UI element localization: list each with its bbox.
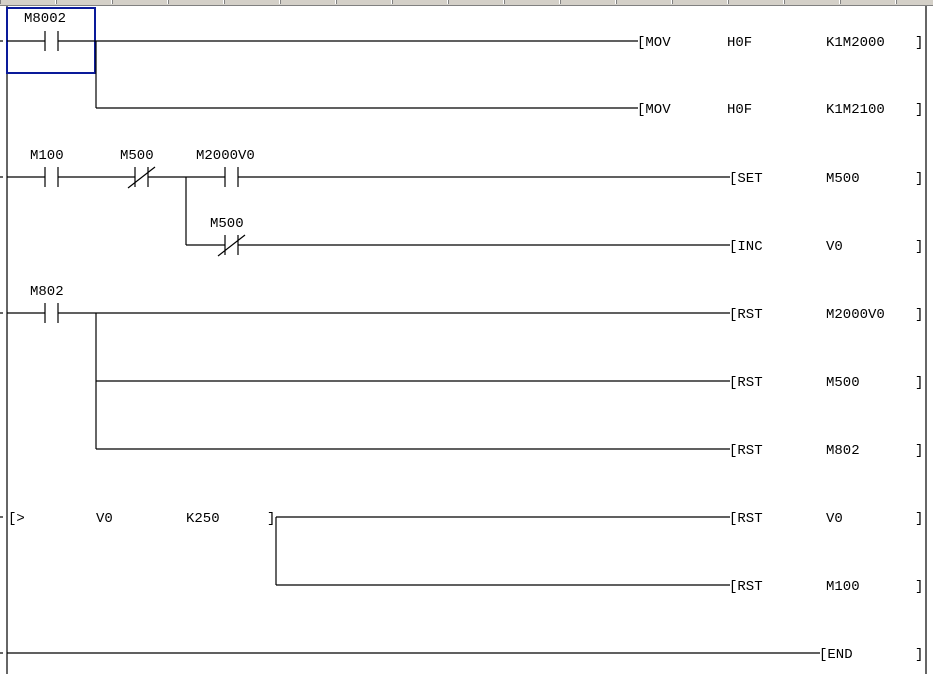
instruction-rst[interactable]: [RST: [729, 511, 763, 527]
contact-label: M802: [30, 284, 64, 300]
instruction-close: ]: [915, 375, 923, 391]
column-header-bar: [0, 0, 933, 6]
no-contact-M100[interactable]: [44, 167, 59, 187]
operand: M100: [826, 579, 860, 595]
no-contact-M8002[interactable]: [7, 31, 96, 51]
instruction-close: ]: [915, 35, 923, 51]
instruction-close: ]: [915, 579, 923, 595]
contact-label: M100: [30, 148, 64, 164]
instruction-mov[interactable]: [MOV: [637, 102, 671, 118]
operand: V0: [826, 239, 843, 255]
instruction-mov[interactable]: [MOV: [637, 35, 671, 51]
compare-close: ]: [267, 511, 275, 527]
instruction-close: ]: [915, 171, 923, 187]
rung-4[interactable]: [> V0 K250 ] [RST V0 ] [RST M100 ]: [8, 511, 923, 595]
instruction-inc[interactable]: [INC: [729, 239, 763, 255]
instruction-close: ]: [915, 511, 923, 527]
operand: V0: [96, 511, 113, 527]
operand: V0: [826, 511, 843, 527]
rung-1[interactable]: M8002 [MOV H0F K1M2000 ] [MOV H0F K1M210…: [6, 7, 923, 118]
instruction-close: ]: [915, 647, 923, 663]
instruction-end[interactable]: [END: [819, 647, 853, 663]
no-contact-M802[interactable]: [44, 303, 59, 323]
operand: M802: [826, 443, 860, 459]
instruction-close: ]: [915, 239, 923, 255]
operand: K1M2100: [826, 102, 885, 118]
operand: K250: [186, 511, 220, 527]
contact-label: M2000V0: [196, 148, 255, 164]
operand: H0F: [727, 102, 752, 118]
no-contact-M2000V0[interactable]: [224, 167, 239, 187]
operand: M2000V0: [826, 307, 885, 323]
instruction-close: ]: [915, 307, 923, 323]
rung-3[interactable]: M802 [RST M2000V0 ] [RST M500 ] [RST M80…: [7, 284, 923, 459]
operand: M500: [826, 375, 860, 391]
instruction-rst[interactable]: [RST: [729, 579, 763, 595]
instruction-rst[interactable]: [RST: [729, 375, 763, 391]
compare-instruction[interactable]: [>: [8, 511, 25, 527]
operand: M500: [826, 171, 860, 187]
operand: K1M2000: [826, 35, 885, 51]
step-markers: [0, 40, 3, 654]
contact-label: M500: [120, 148, 154, 164]
rung-end[interactable]: [END ]: [7, 647, 923, 663]
contact-label: M8002: [24, 11, 66, 27]
operand: H0F: [727, 35, 752, 51]
instruction-close: ]: [915, 443, 923, 459]
instruction-rst[interactable]: [RST: [729, 443, 763, 459]
rung-2[interactable]: M100 M500 M2000V0 M500 [SET M500 ] [INC …: [7, 148, 923, 257]
instruction-close: ]: [915, 102, 923, 118]
instruction-rst[interactable]: [RST: [729, 307, 763, 323]
instruction-set[interactable]: [SET: [729, 171, 763, 187]
contact-label: M500: [210, 216, 244, 232]
